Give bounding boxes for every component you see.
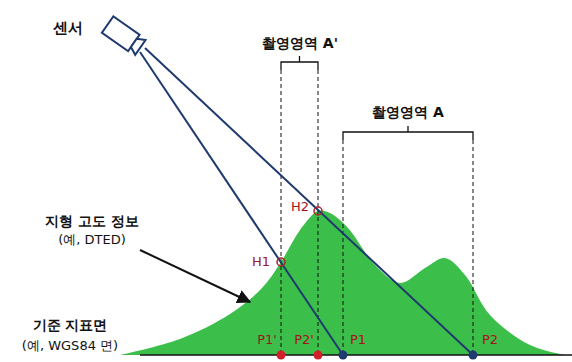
callout-note: (예, DTED) xyxy=(58,233,126,247)
point-label: P1' xyxy=(257,333,277,347)
reference-surface xyxy=(140,354,572,356)
surface-label: 기준 지표면 xyxy=(33,318,108,333)
intersection-point xyxy=(277,258,285,266)
region-label: 촬영영역 A' xyxy=(262,36,338,51)
bracket xyxy=(281,56,318,70)
point-label: P1 xyxy=(350,333,366,347)
bracket xyxy=(343,126,473,140)
region-label: 촬영영역 A xyxy=(372,105,444,120)
callout-label: 지형 고도 정보 xyxy=(45,214,139,229)
point-label: H1 xyxy=(252,255,270,269)
ground-point xyxy=(339,351,348,360)
dashed-guide xyxy=(318,70,319,355)
point-label: H2 xyxy=(291,200,309,214)
dashed-guide xyxy=(473,140,474,355)
dashed-guide xyxy=(343,140,344,355)
point-label: P2' xyxy=(294,333,314,347)
sight-line xyxy=(145,48,473,355)
point-label: P2 xyxy=(482,333,498,347)
intersection-point xyxy=(314,207,322,215)
ground-point xyxy=(469,351,478,360)
dashed-guide xyxy=(281,70,282,355)
sensor-label: 센서 xyxy=(53,20,83,37)
leader-arrow xyxy=(140,250,250,302)
ground-point xyxy=(277,351,286,360)
surface-note: (예, WGS84 면) xyxy=(22,339,118,353)
sensor-icon xyxy=(102,16,146,55)
ground-point xyxy=(314,351,323,360)
